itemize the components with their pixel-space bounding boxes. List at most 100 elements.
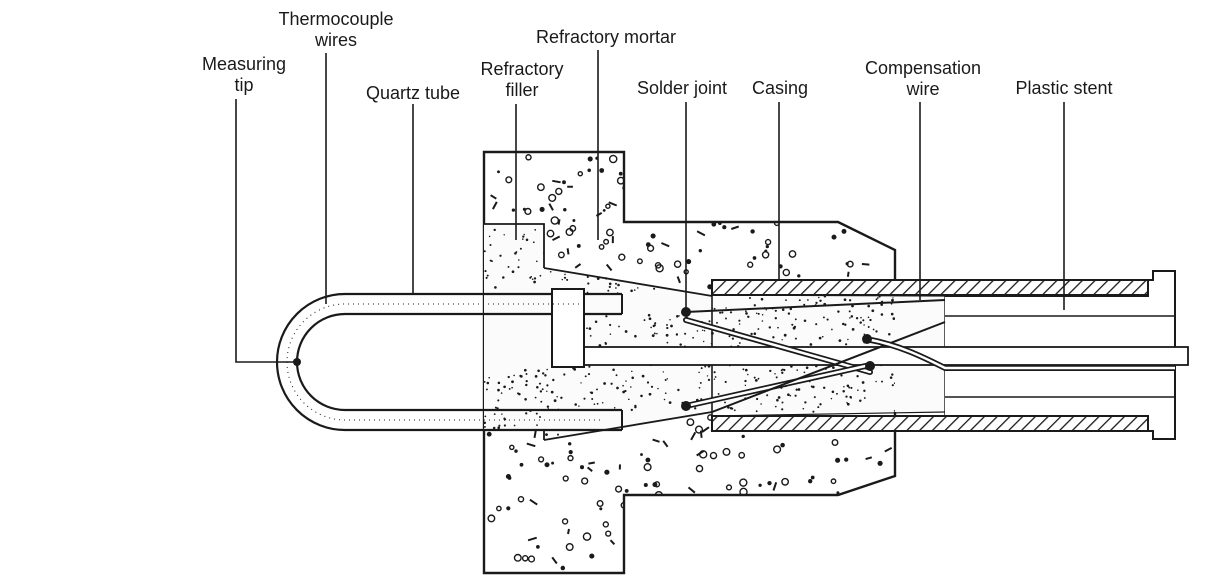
filler-dot [707,378,711,382]
mortar-dot [782,268,791,277]
mortar-dot [609,539,616,545]
mortar-dot [572,219,576,222]
filler-dot [535,412,538,415]
filler-dot [802,407,805,410]
filler-dot [744,379,747,383]
mortar-dot [767,480,772,486]
filler-dot [648,317,652,321]
filler-dot [781,339,783,341]
filler-dot [766,394,769,397]
mortar-dot [655,159,663,167]
filler-dot [702,340,705,343]
filler-dot [615,374,618,377]
filler-dot [745,310,747,313]
filler-dot [757,312,760,315]
filler-dot [533,277,537,280]
filler-dot [666,341,669,344]
filler-dot [893,382,895,384]
mortar-dot [846,194,853,201]
filler-dot [696,330,699,332]
mortar-dot [695,464,704,473]
filler-dot [566,278,569,281]
mortar-dot [791,517,796,522]
mortar-dot [743,563,750,570]
filler-dot [714,376,717,378]
mortar-dot [527,555,536,563]
mortar-dot [546,229,555,238]
mortar-dot [513,553,522,562]
mortar-dot [797,274,801,278]
filler-dot [797,388,801,391]
filler-dot [768,326,772,329]
filler-dot [794,394,797,397]
mortar-dot [588,461,595,465]
mortar-dot [655,264,664,273]
filler-dot [630,289,633,293]
mortar-dot [879,223,886,230]
mortar-dot [560,565,566,571]
mortar-dot [677,192,681,196]
filler-dot [732,328,735,331]
filler-dot [546,405,550,408]
filler-dot [774,373,776,375]
mortar-dot [838,528,843,534]
filler-dot [677,388,680,392]
mortar-dot [741,434,745,439]
mortar-dot [626,533,636,543]
mortar-dot [603,238,610,245]
filler-dot [522,238,524,240]
filler-dot [725,317,727,320]
filler-dot [656,332,658,335]
filler-dot [594,320,598,323]
mortar-dot [562,180,566,185]
filler-dot [578,405,580,407]
filler-dot [488,235,491,238]
filler-dot [684,332,687,335]
filler-dot [618,325,620,328]
filler-dot [515,251,518,253]
mortar-dot [758,483,762,487]
filler-dot [605,315,608,318]
filler-dot [694,407,697,410]
mortar-dot [643,463,652,472]
filler-dot [703,330,706,332]
mortar-dot [492,201,498,210]
mortar-dot [509,444,515,451]
mortar-dot [654,261,662,269]
filler-dot [730,407,734,410]
filler-dot [491,260,493,263]
mortar-dot [599,168,605,173]
mortar-dot [641,175,645,181]
mortar-dot [872,221,879,226]
mortar-dot [830,528,837,535]
filler-dot [875,330,878,333]
mortar-dot [517,495,525,503]
filler-dot [749,297,751,299]
mortar-dot [688,198,692,202]
mortar-dot [505,176,513,184]
filler-dot [780,369,783,372]
mortar-dot [838,541,842,545]
filler-dot [657,387,659,390]
mortar-dot [645,168,651,174]
filler-dot [553,399,557,403]
filler-dot [698,386,701,389]
filler-dot [803,371,806,374]
filler-dot [822,386,826,390]
filler-dot [654,322,657,325]
mortar-dot [877,460,883,466]
filler-dot [588,365,591,368]
mortar-dot [587,156,593,162]
mortar-dot [860,531,865,536]
filler-dot [608,285,611,289]
mortar-dot [752,256,757,260]
mortar-dot [750,229,755,234]
filler-dot [819,299,822,303]
filler-dot [669,319,671,321]
mortar-dot [533,430,537,438]
mortar-dot [618,171,623,176]
filler-dot [781,401,784,404]
mortar-dot [635,523,642,530]
